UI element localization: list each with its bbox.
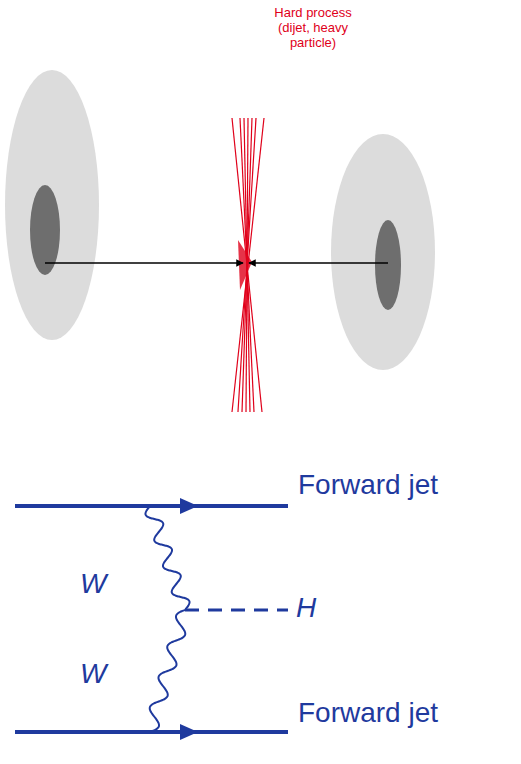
beam-arrow bbox=[45, 262, 243, 264]
jet-label: Forward jet bbox=[298, 700, 448, 727]
proton-cloud bbox=[5, 70, 99, 340]
feynman-diagram bbox=[15, 498, 288, 740]
jet-label: Forward jet bbox=[298, 472, 448, 499]
w-boson bbox=[150, 610, 186, 732]
particle-label: H bbox=[296, 594, 336, 622]
particle-label: W bbox=[80, 570, 120, 598]
quark-line bbox=[15, 504, 288, 508]
arrow-head bbox=[180, 724, 198, 740]
proton-core bbox=[375, 220, 401, 310]
process-label: Hard process (dijet, heavy particle) bbox=[258, 6, 368, 51]
collision bbox=[238, 240, 252, 290]
higgs-line bbox=[185, 609, 288, 612]
beam-arrow bbox=[249, 262, 388, 264]
jets bbox=[232, 118, 264, 412]
top-panel bbox=[0, 0, 521, 432]
arrow-head bbox=[180, 498, 198, 514]
w-boson bbox=[145, 506, 189, 610]
particle-label: W bbox=[80, 660, 120, 688]
proton-core bbox=[30, 185, 60, 275]
proton-cloud bbox=[331, 134, 435, 370]
